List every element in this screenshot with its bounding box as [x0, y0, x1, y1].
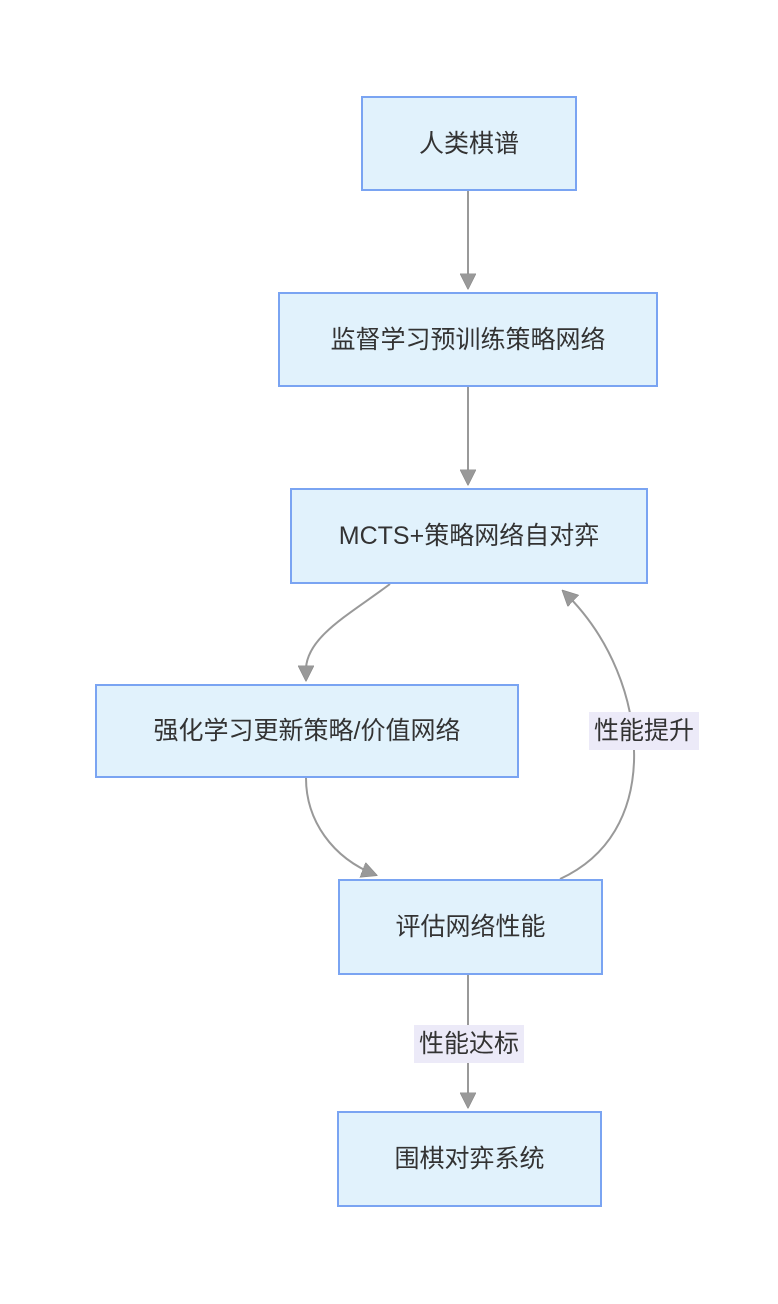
node-go-system-label: 围棋对弈系统: [394, 1145, 545, 1173]
edge-evaluate-to-mcts-selfplay-feedback: [559, 591, 636, 880]
node-human-games: 人类棋谱: [361, 96, 577, 191]
node-rl-update: 强化学习更新策略/价值网络: [95, 684, 519, 778]
node-go-system: 围棋对弈系统: [337, 1111, 602, 1207]
node-mcts-selfplay: MCTS+策略网络自对弈: [290, 488, 648, 584]
edge-label-performance-improvement: 性能提升: [588, 712, 700, 750]
node-evaluate-label: 评估网络性能: [395, 913, 546, 941]
node-supervised-pretrain-label: 监督学习预训练策略网络: [330, 325, 606, 354]
node-mcts-selfplay-label: MCTS+策略网络自对弈: [338, 522, 600, 550]
node-supervised-pretrain: 监督学习预训练策略网络: [278, 292, 658, 387]
node-evaluate: 评估网络性能: [338, 879, 603, 975]
node-human-games-label: 人类棋谱: [418, 129, 519, 158]
edge-label-performance-met: 性能达标: [413, 1025, 525, 1063]
edge-mcts-selfplay-to-rl-update: [306, 583, 391, 680]
node-rl-update-label: 强化学习更新策略/价值网络: [153, 717, 461, 745]
edge-rl-update-to-evaluate: [305, 777, 376, 875]
